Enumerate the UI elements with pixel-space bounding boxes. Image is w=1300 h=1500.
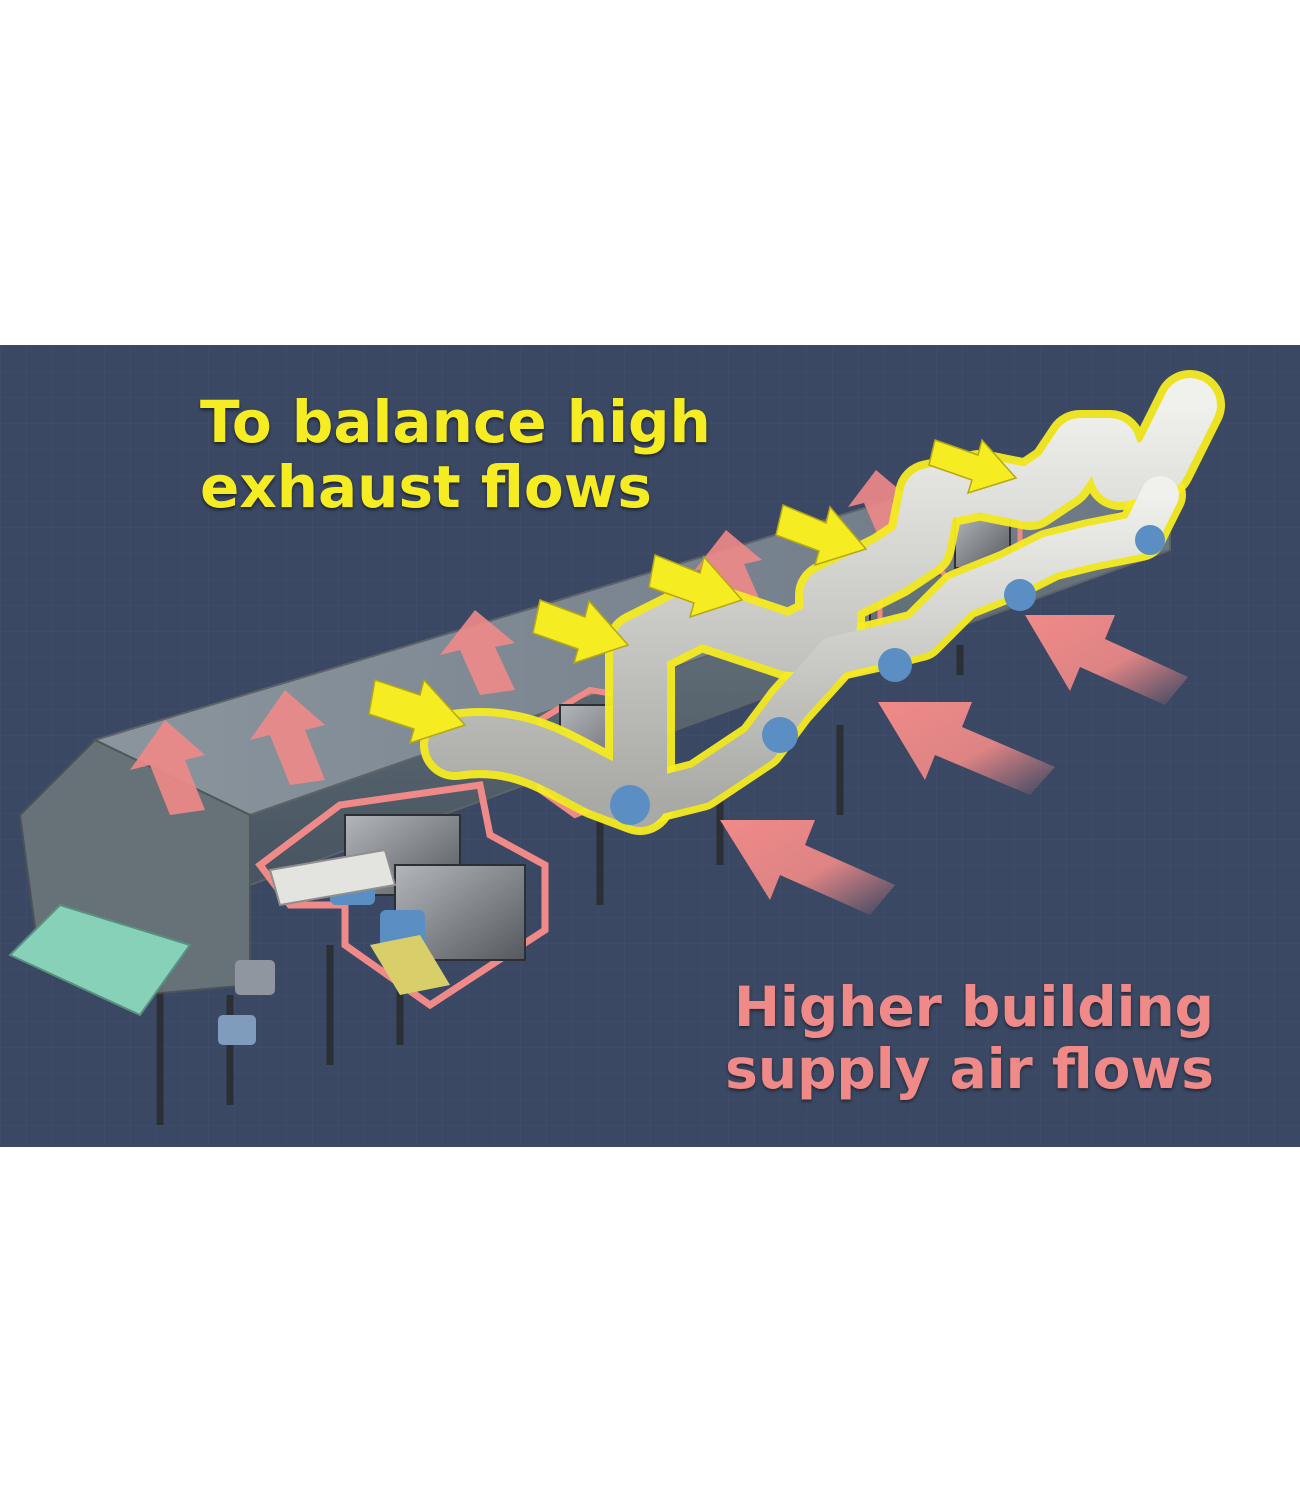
supply-arrows-lower	[720, 615, 1188, 915]
exhaust-caption-line-2: exhaust flows	[200, 452, 652, 521]
drive-unit	[370, 935, 450, 995]
fan-motor	[1135, 525, 1165, 555]
supply-caption-line-2: supply air flows	[725, 1036, 1214, 1101]
floor-equipment	[218, 960, 275, 1045]
exhaust-caption: To balance high exhaust flows	[200, 390, 711, 520]
supply-caption-line-1: Higher building	[734, 975, 1214, 1039]
fan-motor	[878, 648, 912, 682]
fan-motor	[218, 1015, 256, 1045]
process-line-illustration	[0, 345, 1300, 1147]
exhaust-caption-line-1: To balance high	[200, 388, 711, 456]
diagram-frame: To balance high exhaust flows Higher bui…	[0, 345, 1300, 1147]
exhaust-ducts	[420, 370, 1225, 835]
infeed-conveyor	[8, 903, 192, 1017]
exhaust-arrows	[368, 438, 1018, 745]
fan-motor	[1004, 579, 1036, 611]
fan-motor	[762, 717, 798, 753]
fan-motor	[610, 785, 650, 825]
supply-caption: Higher building supply air flows	[725, 975, 1214, 1101]
